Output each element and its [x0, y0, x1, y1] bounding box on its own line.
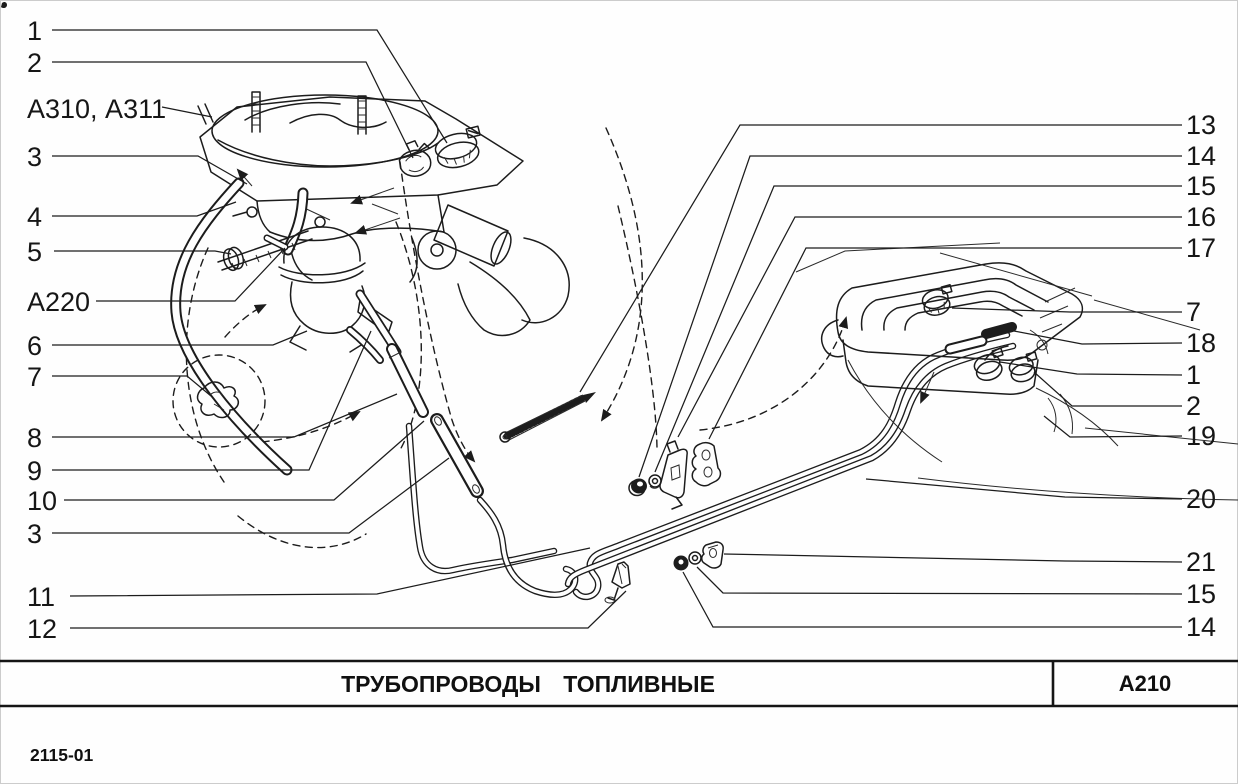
- pipe-holder-clip: [604, 561, 631, 604]
- fuel-hose-10: [386, 343, 429, 418]
- callout-15b: 15: [1186, 579, 1216, 609]
- fuel-hose-left: [170, 177, 293, 476]
- nut: [673, 555, 689, 571]
- spring-clamp-detail: [172, 354, 266, 448]
- callout-7b: 7: [1186, 297, 1201, 327]
- inlet-pipe: [217, 230, 313, 272]
- callout-7: 7: [27, 362, 42, 392]
- callout-3b: 3: [27, 519, 42, 549]
- washer-small: [648, 474, 662, 489]
- callout-15: 15: [1186, 171, 1216, 201]
- diagram-artwork: [170, 91, 1238, 604]
- callout-20: 20: [1186, 484, 1216, 514]
- callout-a220: А220: [27, 287, 90, 317]
- callout-18: 18: [1186, 328, 1216, 358]
- callout-16: 16: [1186, 202, 1216, 232]
- mounting-stud: [357, 95, 367, 135]
- callout-5: 5: [27, 237, 42, 267]
- callout-6: 6: [27, 331, 42, 361]
- rubber-grommet: [691, 441, 722, 487]
- fuel-pump: [263, 216, 393, 364]
- drawing-title: ТРУБОПРОВОДЫ ТОПЛИВНЫЕ: [341, 671, 715, 697]
- leader-lines: [52, 29, 1183, 629]
- callout-13: 13: [1186, 110, 1216, 140]
- callout-14b: 14: [1186, 612, 1216, 642]
- vent-pipe-b: [476, 496, 579, 599]
- drawing-code: А210: [1119, 671, 1172, 696]
- hose-clamp-small: [398, 140, 432, 177]
- callout-1: 1: [27, 16, 42, 46]
- clip-block: [701, 541, 724, 569]
- dashed-guides: [185, 127, 849, 549]
- callout-labels: 1 2 А310, А311 3 4 5 А220 6 7 8 9 10 3 1…: [27, 16, 1216, 644]
- carburetor: [197, 91, 570, 337]
- callout-4: 4: [27, 202, 42, 232]
- callout-11: 11: [27, 582, 55, 612]
- tie-strap: [499, 392, 596, 443]
- fuel-line-2: [564, 342, 1017, 588]
- scan-artifact: [1, 1, 7, 9]
- callout-2: 2: [27, 48, 42, 78]
- callout-10: 10: [27, 486, 57, 516]
- washer-dark: [628, 478, 647, 497]
- callout-19: 19: [1186, 421, 1216, 451]
- mounting-stud: [251, 91, 261, 133]
- callout-2b: 2: [1186, 391, 1201, 421]
- tank-hose-clamp-1: [973, 347, 1004, 382]
- fuel-hose-3: [430, 413, 484, 498]
- callout-3: 3: [27, 142, 42, 172]
- callout-9: 9: [27, 456, 42, 486]
- callout-17: 17: [1186, 233, 1216, 263]
- washer: [688, 551, 702, 565]
- vent-pipe-a: [405, 422, 558, 575]
- direction-arrows: [236, 168, 935, 404]
- fuel-line-1: [572, 331, 1011, 601]
- callout-1b: 1: [1186, 360, 1201, 390]
- doc-number: 2115-01: [30, 745, 94, 765]
- callout-12: 12: [27, 614, 57, 644]
- callout-8: 8: [27, 423, 42, 453]
- hose-clamp-large: [434, 125, 481, 169]
- tank-top-clamp: [921, 284, 953, 316]
- callout-14: 14: [1186, 141, 1216, 171]
- callout-21: 21: [1186, 547, 1216, 577]
- title-block: ТРУБОПРОВОДЫ ТОПЛИВНЫЕ А210: [0, 659, 1238, 708]
- fuel-hose-9: [355, 289, 402, 357]
- bracket-holder: [659, 440, 688, 510]
- callout-a310-a311: А310, А311: [27, 94, 166, 124]
